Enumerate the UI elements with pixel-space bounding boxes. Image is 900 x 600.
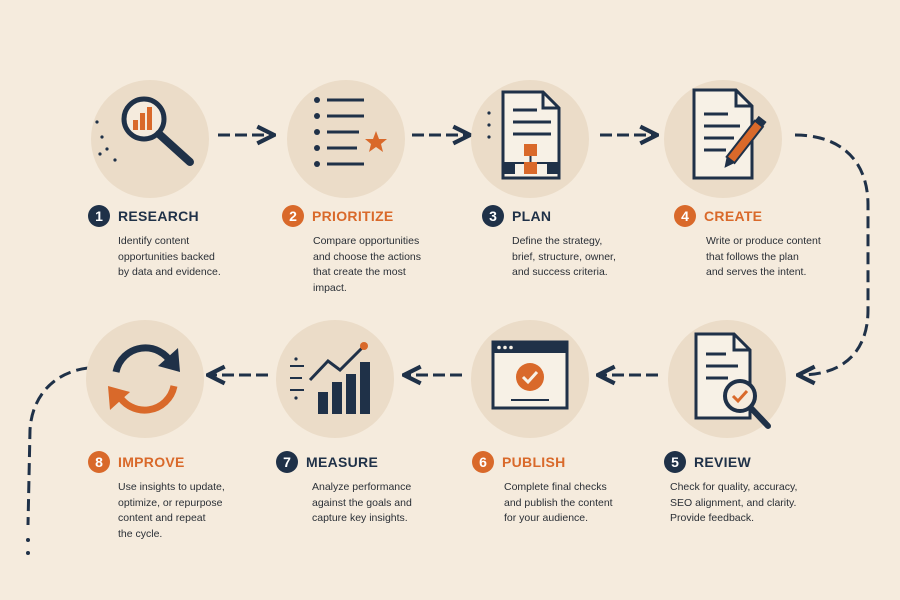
desc-line: brief, structure, owner,: [512, 250, 616, 263]
step-5-description: Check for quality, accuracy, SEO alignme…: [670, 480, 850, 527]
step-4-heading: 4 CREATE: [674, 205, 762, 227]
desc-line: Provide feedback.: [670, 512, 755, 524]
desc-line: that create the most: [313, 266, 406, 278]
step-8-title: IMPROVE: [118, 454, 185, 470]
step-8-number: 8: [88, 451, 110, 473]
step-5-heading: 5 REVIEW: [664, 451, 751, 473]
step-7-number: 7: [276, 451, 298, 473]
loop-tail-dot: [26, 538, 30, 542]
step-6-title: PUBLISH: [502, 454, 566, 470]
step-6-description: Complete final checks and publish the co…: [504, 480, 664, 527]
desc-line: for your audience.: [504, 512, 589, 524]
desc-line: and publish the content: [504, 496, 613, 509]
step-7-heading: 7 MEASURE: [276, 451, 378, 473]
document-magnifier-check-icon: [694, 332, 771, 429]
step-1-number: 1: [88, 205, 110, 227]
desc-line: optimize, or repurpose: [118, 496, 223, 509]
arrow-4-to-5: [794, 133, 870, 375]
desc-line: Complete final checks: [504, 481, 607, 493]
step-5-number: 5: [664, 451, 686, 473]
step-2-title: PRIORITIZE: [312, 208, 394, 224]
document-flowchart-icon: [487, 90, 561, 180]
step-5-title: REVIEW: [694, 454, 752, 470]
loop-tail-dot: [26, 551, 30, 555]
loop-tail: [26, 366, 89, 526]
desc-line: against the goals and: [312, 496, 412, 509]
step-8-heading: 8 IMPROVE: [88, 451, 185, 473]
step-8-circle: [86, 320, 204, 438]
step-2-heading: 2 PRIORITIZE: [282, 205, 394, 227]
bar-chart-trend-icon: [290, 342, 370, 414]
step-3-title: PLAN: [512, 208, 552, 224]
ranked-list-star-icon: [314, 97, 387, 167]
step-2-description: Compare opportunities and choose the act…: [313, 234, 473, 296]
step-4-description: Write or produce content that follows th…: [706, 234, 866, 281]
desc-line: SEO alignment, and clarity.: [670, 496, 797, 509]
desc-line: impact.: [313, 281, 347, 294]
step-3-description: Define the strategy, brief, structure, o…: [512, 234, 672, 281]
desc-line: and choose the actions: [313, 250, 421, 263]
desc-line: Check for quality, accuracy,: [670, 481, 798, 493]
desc-line: Write or produce content: [706, 235, 821, 247]
desc-line: content and repeat: [118, 512, 206, 524]
step-3-number: 3: [482, 205, 504, 227]
desc-line: Identify content: [118, 235, 190, 247]
step-8-description: Use insights to update, optimize, or rep…: [118, 480, 278, 542]
desc-line: Analyze performance: [312, 481, 412, 493]
desc-line: Use insights to update,: [118, 481, 225, 493]
step-4-title: CREATE: [704, 208, 763, 224]
step-6-number: 6: [472, 451, 494, 473]
desc-line: and success criteria.: [512, 266, 608, 278]
desc-line: and serves the intent.: [706, 266, 807, 278]
desc-line: the cycle.: [118, 527, 163, 540]
magnifier-chart-icon: [95, 96, 194, 166]
desc-line: Define the strategy,: [512, 235, 603, 247]
step-1-description: Identify content opportunities backed by…: [118, 234, 278, 281]
desc-line: capture key insights.: [312, 512, 408, 524]
step-6-heading: 6 PUBLISH: [472, 451, 566, 473]
step-2-number: 2: [282, 205, 304, 227]
step-3-heading: 3 PLAN: [482, 205, 551, 227]
desc-line: by data and evidence.: [118, 266, 221, 278]
step-7-title: MEASURE: [306, 454, 379, 470]
desc-line: that follows the plan: [706, 250, 799, 263]
step-4-number: 4: [674, 205, 696, 227]
step-1-title: RESEARCH: [118, 208, 199, 224]
step-7-description: Analyze performance against the goals an…: [312, 480, 472, 527]
desc-line: opportunities backed: [118, 250, 215, 263]
refresh-cycle-icon: [108, 344, 180, 414]
document-pencil-icon: [692, 88, 767, 180]
desc-line: Compare opportunities: [313, 235, 420, 247]
browser-check-icon: [491, 340, 569, 410]
step-1-heading: 1 RESEARCH: [88, 205, 199, 227]
